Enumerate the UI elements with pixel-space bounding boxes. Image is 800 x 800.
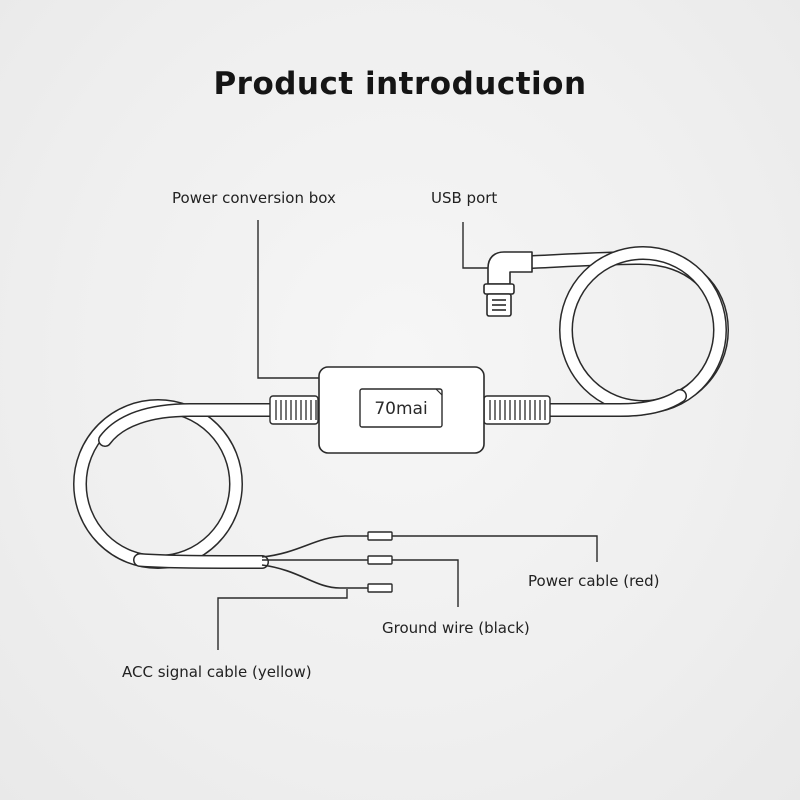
split-wires [261, 535, 370, 589]
usb-connector [483, 251, 533, 317]
page-title: Product introduction [213, 66, 587, 102]
leader-acc-signal [217, 589, 348, 650]
label-power-conversion-box: Power conversion box [172, 189, 336, 207]
label-usb-port: USB port [431, 189, 498, 207]
label-acc-signal-cable: ACC signal cable (yellow) [122, 663, 312, 681]
leader-ground-wire [392, 559, 459, 607]
leader-power-conversion-box [257, 220, 320, 379]
power-conversion-box: 70mai [318, 366, 485, 454]
strain-relief-left [269, 395, 319, 425]
left-cable-loop [73, 399, 279, 569]
leader-usb-port [462, 222, 492, 269]
label-ground-wire: Ground wire (black) [382, 619, 530, 637]
brand-logo: 70mai [374, 399, 427, 419]
leader-power-cable [392, 535, 598, 562]
strain-relief-right [483, 395, 551, 425]
right-cable-loop [523, 246, 730, 417]
wire-terminals [367, 531, 393, 593]
label-power-cable: Power cable (red) [528, 572, 660, 590]
